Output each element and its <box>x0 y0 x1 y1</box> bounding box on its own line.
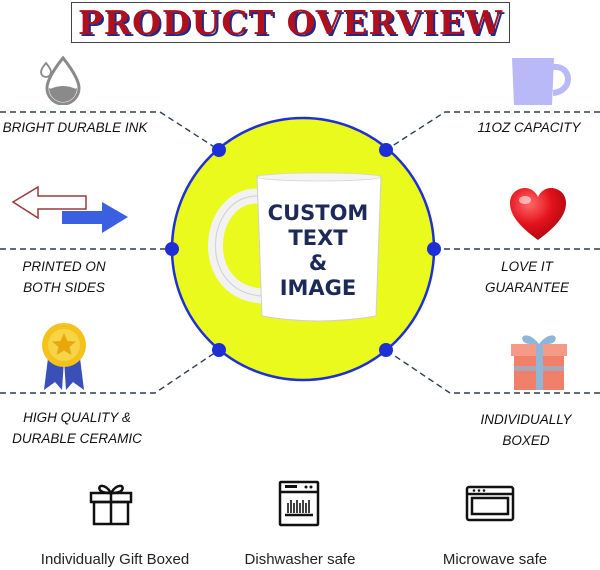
circle-dots <box>165 143 441 357</box>
gift-box-icon <box>511 335 567 390</box>
dot-left <box>165 242 179 256</box>
feature-quality-line2: DURABLE CERAMIC <box>12 431 142 446</box>
feature-quality-line1: HIGH QUALITY & <box>23 410 131 425</box>
heart-icon <box>510 188 566 240</box>
feature-sides-label: PRINTED ON BOTH SIDES <box>4 256 124 298</box>
mug-text-line4: IMAGE <box>279 276 357 300</box>
feature-boxed-line1: INDIVIDUALLY <box>480 412 572 427</box>
connector-capacity <box>385 111 600 151</box>
dot-right <box>427 242 441 256</box>
connector-quality <box>0 349 220 394</box>
feature-love-line2: GUARANTEE <box>484 280 569 295</box>
water-drop-icon <box>40 55 81 105</box>
dot-bottom-left <box>212 343 226 357</box>
microwave-icon <box>465 485 515 522</box>
feature-love-label: LOVE IT GUARANTEE <box>472 256 582 298</box>
bottom-microwave-label: Microwave safe <box>442 551 548 568</box>
feature-boxed-line2: BOXED <box>502 433 550 448</box>
feature-quality-label: HIGH QUALITY & DURABLE CERAMIC <box>8 407 146 449</box>
dot-top-right <box>379 143 393 157</box>
feature-ink-label: BRIGHT DURABLE INK <box>2 120 148 135</box>
feature-boxed-label: INDIVIDUALLY BOXED <box>470 409 582 451</box>
page-title: PRODUCT OVERVIEW <box>77 3 504 42</box>
mug-text-line3: & <box>308 251 328 275</box>
bottom-dishwasher-label: Dishwasher safe <box>244 551 356 568</box>
connector-ink <box>0 111 220 151</box>
connector-lines <box>0 111 600 394</box>
mug-text-line1: CUSTOM <box>267 201 369 225</box>
connector-boxed <box>385 349 600 394</box>
medal-icon <box>42 323 86 390</box>
dot-bottom-right <box>379 343 393 357</box>
feature-sides-line2: BOTH SIDES <box>23 280 105 295</box>
mug-illustration <box>208 172 382 322</box>
feature-love-line1: LOVE IT <box>501 259 553 274</box>
feature-capacity-label: 11OZ CAPACITY <box>477 120 581 135</box>
mug-icon <box>512 58 571 105</box>
title-banner: PRODUCT OVERVIEW <box>71 2 510 43</box>
feature-sides-line1: PRINTED ON <box>22 259 106 274</box>
gift-outline-icon <box>89 484 133 526</box>
dishwasher-icon <box>278 480 320 527</box>
bottom-gift-label: Individually Gift Boxed <box>40 551 190 568</box>
mug-print-text: CUSTOM TEXT & IMAGE <box>262 201 374 301</box>
double-arrow-icon <box>11 185 128 233</box>
dot-top-left <box>212 143 226 157</box>
mug-text-line2: TEXT <box>288 226 348 250</box>
